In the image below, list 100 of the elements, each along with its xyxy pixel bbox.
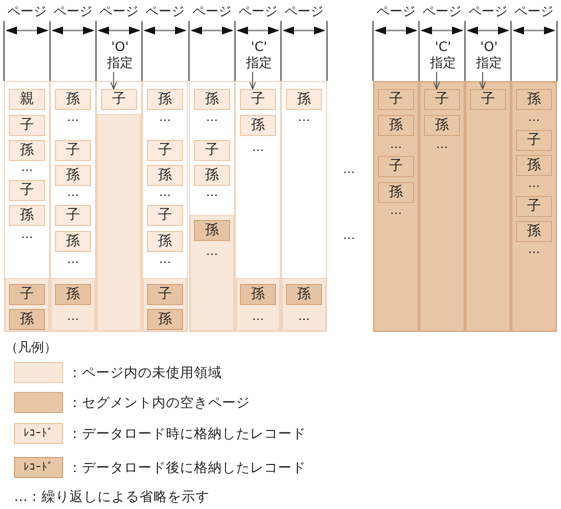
ellipsis: …	[528, 243, 540, 257]
sample-label: ﾚｺｰﾄﾞ	[24, 461, 54, 474]
record-box: 子	[516, 196, 552, 217]
page-body	[96, 81, 142, 332]
record-box: 子	[378, 89, 414, 110]
record-box: 子	[516, 130, 552, 151]
annotation-text: 'C' 指定	[243, 40, 275, 72]
arrow	[479, 72, 486, 90]
page-body	[235, 81, 281, 332]
record-box: 孫	[516, 89, 552, 110]
record-box: 親	[9, 89, 45, 110]
record-box: 孫	[55, 165, 91, 186]
record-box: 孫	[240, 284, 276, 305]
record-box: 子	[55, 205, 91, 226]
ellipsis: …	[298, 310, 310, 324]
ellipsis: …	[390, 138, 402, 152]
ellipsis: …	[67, 186, 79, 200]
dimension-label: ページ	[192, 6, 232, 20]
dimension-label: ページ	[468, 6, 508, 20]
record-box: 子	[147, 205, 183, 226]
record-box: 孫	[55, 89, 91, 110]
arrow	[433, 72, 440, 90]
dimension-label: ページ	[8, 6, 46, 20]
legend-text: ：データロード時に格納したレコード	[68, 425, 306, 442]
page-body	[142, 81, 188, 332]
unused-area	[97, 114, 141, 331]
legend-text: ：セグメント内の空きページ	[68, 394, 250, 411]
ellipsis: …	[21, 161, 33, 175]
ellipsis: …	[252, 310, 264, 324]
record-box: 孫	[286, 89, 322, 110]
annotation-text: 'O' 指定	[473, 40, 505, 72]
ellipsis: …	[528, 177, 540, 191]
free-page	[465, 81, 511, 332]
sample-label: ﾚｺｰﾄﾞ	[24, 427, 54, 440]
page-body	[4, 81, 50, 332]
ellipsis: …	[67, 253, 79, 267]
page-body	[50, 81, 96, 332]
record-box: 孫	[240, 115, 276, 136]
unused-area	[143, 278, 187, 331]
unused-area	[190, 215, 234, 331]
unused-area	[236, 278, 280, 331]
record-box: 孫	[516, 155, 552, 176]
free-page	[419, 81, 465, 332]
record-box: 孫	[286, 284, 322, 305]
record-box: 孫	[55, 231, 91, 252]
record-box: 子	[9, 284, 45, 305]
ellipsis: …	[528, 111, 540, 125]
record-box: 孫	[147, 231, 183, 252]
annotation-text: 'O' 指定	[104, 40, 136, 72]
legend-text: ：データロード後に格納したレコード	[68, 459, 306, 476]
record-box: 孫	[424, 115, 460, 136]
record-box: 孫	[194, 89, 230, 110]
ellipsis: …	[206, 111, 218, 125]
free-page	[373, 81, 419, 332]
ellipsis: …	[343, 163, 355, 177]
record-box: 孫	[147, 89, 183, 110]
dimension-label: ページ	[376, 6, 416, 20]
record-box: 孫	[9, 205, 45, 226]
record-box: 孫	[147, 309, 183, 330]
record-box: 孫	[194, 220, 230, 241]
record-box: 孫	[9, 309, 45, 330]
ellipsis: …	[21, 228, 33, 242]
page-body	[189, 81, 235, 332]
dimension-label: ページ	[54, 6, 92, 20]
ellipsis: …	[159, 253, 171, 267]
dimension-label: ページ	[238, 6, 278, 20]
record-box: 孫	[55, 284, 91, 305]
page-body	[281, 81, 327, 332]
ellipsis: …	[298, 111, 310, 125]
ellipsis: …	[159, 111, 171, 125]
record-box: 孫	[147, 165, 183, 186]
dimension-label: ページ	[514, 6, 554, 20]
record-box: 子	[101, 89, 137, 110]
record-box: 子	[9, 115, 45, 136]
ellipsis: …	[159, 186, 171, 200]
record-box: 子	[147, 140, 183, 161]
dimension-label: ページ	[422, 6, 462, 20]
legend-text: …：繰り返しによる省略を示す	[14, 488, 210, 505]
record-box: 孫	[194, 165, 230, 186]
record-box: 子	[9, 180, 45, 201]
record-box: 孫	[9, 140, 45, 161]
legend-text: ：ページ内の未使用領域	[68, 364, 222, 381]
ellipsis: …	[390, 204, 402, 218]
ellipsis: …	[67, 310, 79, 324]
dimension-label: ページ	[146, 6, 184, 20]
ellipsis: …	[252, 141, 264, 155]
record-box: 子	[240, 89, 276, 110]
record-box: 孫	[516, 221, 552, 242]
record-box: 子	[378, 156, 414, 177]
ellipsis: …	[436, 138, 448, 152]
ellipsis: …	[206, 186, 218, 200]
arrow	[249, 72, 256, 90]
record-box: 子	[147, 284, 183, 305]
ellipsis: …	[206, 245, 218, 259]
ellipsis: …	[67, 111, 79, 125]
free-page	[511, 81, 557, 332]
record-box: 子	[194, 140, 230, 161]
unused-area	[5, 278, 49, 331]
unused-area	[51, 278, 95, 331]
dimension-label: ページ	[284, 6, 324, 20]
